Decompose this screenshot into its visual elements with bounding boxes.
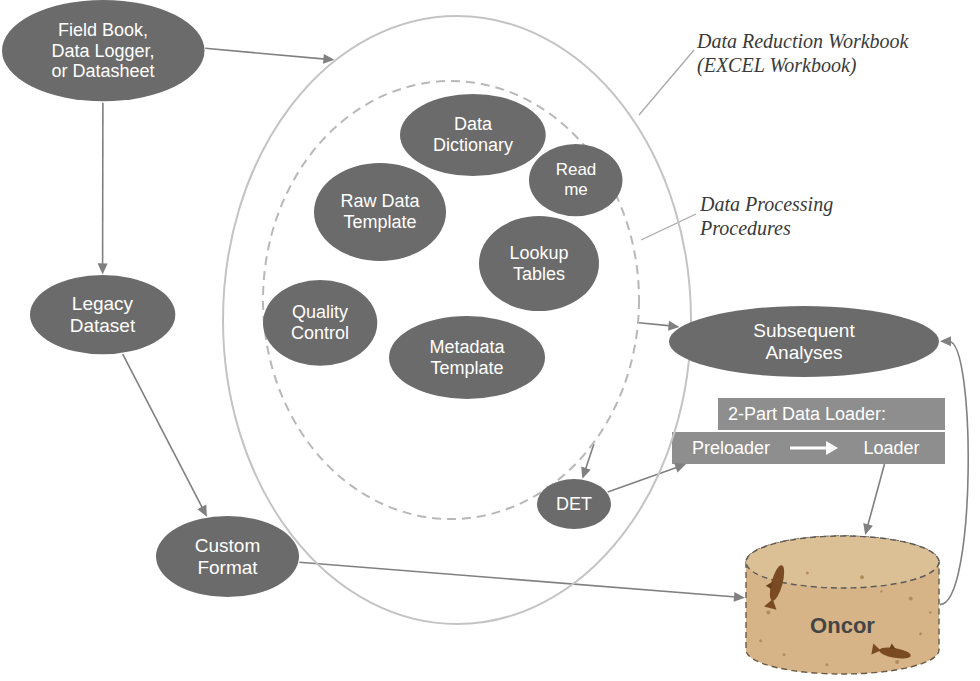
ellipse-fill — [669, 306, 939, 377]
ellipse-fill — [30, 275, 175, 354]
arrow-line — [123, 354, 203, 509]
process-ellipse: Lookup Tables — [478, 215, 600, 312]
arrow-line — [868, 464, 885, 527]
database-cylinder: Oncor — [745, 535, 940, 676]
fossil-fish — [871, 640, 912, 661]
arrow-line — [639, 323, 671, 326]
flow-arrow — [299, 562, 745, 602]
ellipse-fill — [479, 216, 599, 311]
leader-line — [641, 214, 696, 240]
loader-band: 2-Part Data Loader: Preloader Loader — [672, 398, 945, 464]
workbook-circle: Data Reduction Workbook (EXCEL Workbook)… — [222, 15, 692, 625]
fish-tail — [871, 643, 881, 656]
source-ellipse: Field Book, Data Logger, or Datasheet — [1, 0, 206, 103]
flow-arrow — [790, 441, 838, 455]
process-ellipse: Quality Control — [262, 279, 378, 367]
node-label: Subsequent Analyses — [744, 320, 864, 364]
node-label: Data Dictionary — [427, 114, 519, 155]
process-ellipse: Metadata Template — [388, 315, 546, 400]
ellipse-fill — [389, 316, 545, 399]
node-label: Custom Format — [186, 535, 270, 579]
stone-speck — [919, 632, 922, 635]
ellipse-fill — [156, 516, 299, 597]
region-heading: Data Processing Procedures — [700, 192, 870, 240]
stone-speck — [806, 572, 809, 575]
process-ellipse: DET — [536, 478, 612, 530]
node-label: Quality Control — [284, 302, 356, 343]
leader-line — [639, 50, 694, 115]
arrow-head — [940, 336, 951, 346]
ellipse-fill — [529, 144, 622, 216]
stone-speck — [766, 611, 770, 615]
band-heading: 2-Part Data Loader: — [718, 398, 945, 430]
arrow-line — [608, 467, 678, 492]
arrow-line — [940, 341, 968, 604]
arrow-line — [205, 48, 326, 59]
flow-arrow — [863, 464, 884, 535]
flow-arrow — [123, 354, 207, 517]
node-label: Loader — [863, 438, 919, 459]
fish-body — [878, 645, 911, 660]
node-label: Legacy Dataset — [60, 293, 144, 337]
stone-speck — [880, 590, 882, 592]
arrow-head — [98, 263, 108, 274]
arrow-head — [581, 467, 591, 479]
loader-bar — [672, 432, 945, 464]
node-label: DET — [556, 494, 592, 515]
node-label: Read me — [552, 160, 600, 199]
database-name: Oncor — [810, 613, 875, 638]
procedures-circle: Data Processing ProceduresData Dictionar… — [262, 80, 640, 520]
stone-speck — [895, 660, 899, 664]
fish-body — [767, 564, 787, 602]
arrow-head — [863, 523, 873, 535]
stone-speck — [860, 575, 864, 579]
node-label: Field Book, Data Logger, or Datasheet — [44, 20, 162, 82]
ellipse-fill — [2, 0, 205, 101]
stone-speck — [909, 596, 913, 600]
stone-speck — [929, 611, 931, 613]
process-ellipse: Raw Data Template — [313, 162, 447, 262]
ellipse-fill — [314, 163, 446, 261]
cylinder-body — [746, 536, 939, 674]
flow-arrow — [98, 103, 108, 275]
node-label: Lookup Tables — [503, 243, 575, 284]
process-ellipse: Read me — [528, 143, 623, 217]
flow-arrow — [608, 463, 686, 492]
stone-speck — [759, 639, 762, 642]
flow-arrow — [581, 444, 594, 479]
region-outline — [263, 81, 639, 519]
flow-arrow — [940, 336, 968, 604]
node-label: Raw Data Template — [334, 191, 426, 232]
fish-tail — [764, 597, 779, 609]
flow-arrow — [639, 321, 679, 331]
process-ellipse: Subsequent Analyses — [668, 305, 940, 378]
loader-step: Loader — [838, 432, 945, 464]
region-outline — [223, 16, 691, 624]
process-ellipse: Custom Format — [155, 515, 300, 598]
process-ellipse: Data Dictionary — [399, 93, 547, 177]
cylinder-drawing — [745, 535, 940, 676]
region-heading: Data Reduction Workbook (EXCEL Workbook) — [697, 29, 937, 77]
ellipse-fill — [263, 280, 377, 366]
arrow-line — [299, 562, 736, 597]
node-label: Metadata Template — [421, 337, 513, 378]
ellipse-fill — [400, 94, 546, 176]
loader-step: Preloader — [672, 432, 790, 464]
arrow-head — [826, 441, 838, 455]
ellipse-fill — [537, 479, 611, 529]
fish-fin — [765, 580, 773, 589]
arrow-head — [197, 505, 207, 517]
stone-speck — [825, 663, 828, 666]
arrow-head — [674, 463, 686, 472]
fossil-fish — [760, 563, 787, 610]
arrow-line — [790, 447, 828, 450]
flow-arrow — [205, 48, 334, 64]
stone-speck — [783, 653, 786, 656]
fish-fin — [889, 643, 896, 650]
node-label: Preloader — [692, 438, 770, 459]
process-ellipse: Legacy Dataset — [29, 274, 176, 355]
arrow-line — [102, 103, 104, 266]
arrow-head — [734, 592, 745, 602]
